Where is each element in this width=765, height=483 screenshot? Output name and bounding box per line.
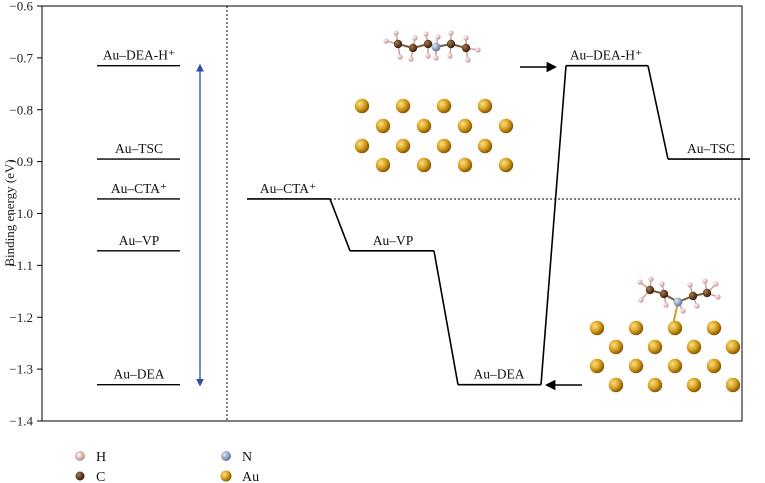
y-tick-label: −0.7 bbox=[9, 50, 33, 65]
au-atom bbox=[354, 98, 370, 114]
au-atom bbox=[395, 138, 411, 154]
plot-frame bbox=[41, 5, 743, 422]
au-atom bbox=[686, 377, 702, 393]
pathway-label: Au–TSC bbox=[687, 141, 735, 156]
legend-label-h: H bbox=[96, 450, 106, 465]
y-axis-title: Binding energy (eV) bbox=[2, 159, 17, 266]
au-atom bbox=[647, 339, 663, 355]
left-level-label: Au–CTA⁺ bbox=[111, 181, 167, 196]
y-axis-ticks: −1.4 −1.3 −1.2 −1.1 −1.0 −0.9 −0.8 −0.7 −0.6 bbox=[9, 0, 42, 429]
au-atom bbox=[416, 157, 432, 173]
left-level-label: Au–TSC bbox=[115, 141, 163, 156]
legend-item-n: N bbox=[221, 450, 252, 465]
au-atom bbox=[354, 138, 370, 154]
au-atom bbox=[628, 320, 644, 336]
au-atom bbox=[436, 138, 452, 154]
au-atom bbox=[686, 339, 702, 355]
legend-label-c: C bbox=[96, 470, 105, 483]
y-tick-label: −1.0 bbox=[9, 206, 33, 221]
y-tick-label: −0.8 bbox=[9, 102, 33, 117]
pathway-label: Au–DEA bbox=[474, 367, 525, 382]
y-tick-label: −1.1 bbox=[9, 258, 33, 273]
au-atom bbox=[375, 118, 391, 134]
pathway-connector bbox=[433, 250, 459, 385]
legend-label-n: N bbox=[242, 450, 252, 465]
molecule-dea-h-illustration bbox=[383, 30, 481, 63]
au-atom bbox=[416, 118, 432, 134]
left-level-label: Au–DEA-H⁺ bbox=[103, 48, 175, 63]
au-atom bbox=[608, 377, 624, 393]
left-level-label: Au–VP bbox=[119, 233, 160, 248]
pathway-label: Au–DEA-H⁺ bbox=[570, 48, 642, 63]
au-atom bbox=[589, 358, 605, 374]
y-tick-label: −0.6 bbox=[9, 0, 33, 14]
au-atom bbox=[498, 157, 514, 173]
pathway: Au–CTA⁺ Au–VP Au–DEA Au–DEA-H⁺ Au–TSC bbox=[247, 48, 750, 386]
legend-marker-c bbox=[75, 471, 85, 481]
au-atom bbox=[628, 358, 644, 374]
au-atom bbox=[457, 157, 473, 173]
legend-marker-n bbox=[221, 451, 231, 461]
au-atom bbox=[608, 339, 624, 355]
gold-slab-upper bbox=[354, 98, 514, 173]
au-atom bbox=[647, 377, 663, 393]
au-atom bbox=[436, 98, 452, 114]
legend-marker-h bbox=[75, 451, 85, 461]
au-atom bbox=[706, 320, 722, 336]
legend-item-au: Au bbox=[220, 470, 259, 483]
legend-item-c: C bbox=[75, 470, 105, 483]
pathway-connector bbox=[540, 65, 567, 385]
au-atom bbox=[477, 138, 493, 154]
y-tick-label: −1.4 bbox=[9, 414, 33, 429]
legend: H C N Au bbox=[75, 450, 259, 483]
pathway-connector bbox=[329, 198, 351, 252]
au-atom bbox=[457, 118, 473, 134]
legend-marker-au bbox=[220, 470, 232, 482]
au-atom bbox=[395, 98, 411, 114]
legend-label-au: Au bbox=[242, 470, 259, 483]
molecule-dea-illustration bbox=[637, 276, 721, 326]
pathway-label: Au–CTA⁺ bbox=[260, 181, 316, 196]
au-atom bbox=[725, 377, 741, 393]
y-tick-label: −1.2 bbox=[9, 310, 33, 325]
gold-slab-lower bbox=[589, 320, 741, 393]
pathway-label: Au–VP bbox=[373, 233, 414, 248]
legend-item-h: H bbox=[75, 450, 106, 465]
au-atom bbox=[498, 118, 514, 134]
au-atom bbox=[725, 339, 741, 355]
y-tick-label: −0.9 bbox=[9, 154, 33, 169]
au-atom bbox=[477, 98, 493, 114]
left-panel-levels: Au–DEA-H⁺ Au–TSC Au–CTA⁺ Au–VP Au–DEA bbox=[97, 48, 180, 386]
au-atom bbox=[375, 157, 391, 173]
au-atom bbox=[667, 358, 683, 374]
au-atom bbox=[667, 320, 683, 336]
y-tick-label: −1.3 bbox=[9, 362, 33, 377]
left-level-label: Au–DEA bbox=[114, 367, 165, 382]
pathway-connector bbox=[647, 65, 669, 160]
au-atom bbox=[589, 320, 605, 336]
au-atom bbox=[706, 358, 722, 374]
